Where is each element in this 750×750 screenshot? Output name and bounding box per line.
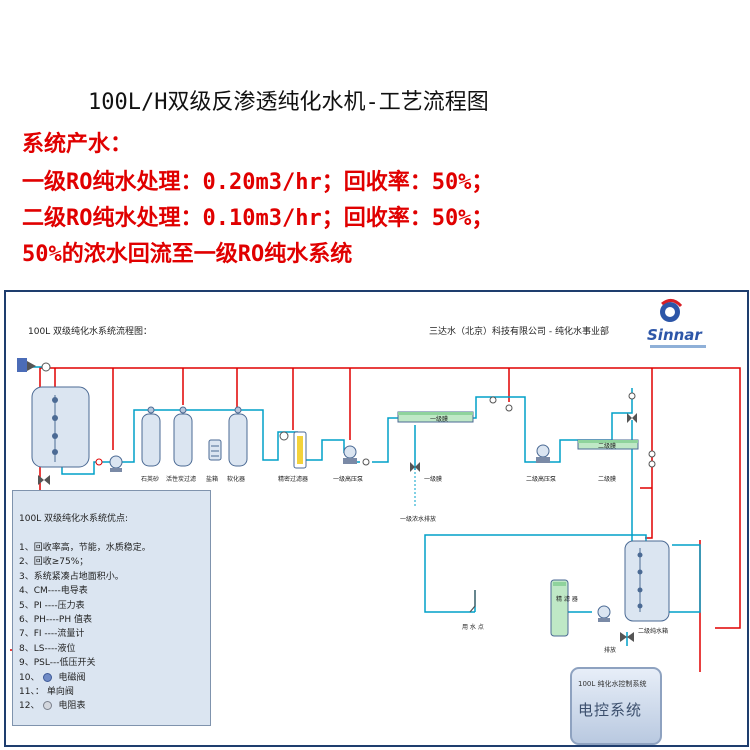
legend-item: 2、回收≥75%； xyxy=(19,557,89,568)
spec-line-output: 系统产水： xyxy=(22,132,133,157)
label-carbon-filter: 活性炭过滤 xyxy=(166,475,196,483)
drain-valve-1 xyxy=(38,475,50,485)
spec-line-recirculation: 50%的浓水回流至一级RO纯水系统 xyxy=(22,242,353,267)
product-valve xyxy=(627,413,637,423)
legend-item: 7、FI ----流量计 xyxy=(19,629,85,640)
label-ro-2-bottom: 二级膜 xyxy=(598,475,616,483)
sinnar-logo: Sinnar xyxy=(647,299,706,348)
label-polish-filter: 精 滤 器 xyxy=(556,595,578,603)
label-salt-tank: 盐箱 xyxy=(206,475,218,483)
raw-water-pump xyxy=(109,455,123,472)
use-point xyxy=(469,590,476,613)
solenoid-valve-icon xyxy=(43,672,53,682)
label-tank-2: 二级纯水箱 xyxy=(638,627,668,635)
flow-meter-1 xyxy=(362,458,370,466)
control-system-label: 电控系统 xyxy=(578,701,643,719)
legend-item: 9、PSL---低压开关 xyxy=(19,658,96,669)
polishing-filter xyxy=(550,579,569,637)
inlet-valve xyxy=(17,358,51,372)
legend-item: 6、PH----PH 值表 xyxy=(19,615,92,626)
legend-item: 10、电磁阀 xyxy=(19,672,86,683)
second-high-pressure-pump xyxy=(536,444,550,463)
flow-meter-2 xyxy=(648,450,656,458)
sand-filter xyxy=(141,406,161,467)
label-use-point: 用 水 点 xyxy=(462,623,484,631)
softener xyxy=(228,406,248,467)
legend-item: 11、： 单向阀 xyxy=(19,687,74,698)
pressure-gauge-1 xyxy=(279,431,289,441)
supply-pump xyxy=(597,605,611,622)
spec-line-first-ro: 一级RO纯水处理：0.20m3/hr；回收率：50%； xyxy=(22,170,494,195)
first-high-pressure-pump xyxy=(343,445,357,464)
pure-water-tank xyxy=(624,540,670,622)
label-pump-2: 二级高压泵 xyxy=(526,475,556,483)
conductivity-meter-1 xyxy=(505,404,513,412)
salt-tank xyxy=(208,439,222,461)
label-precision-filter: 精密过滤器 xyxy=(278,475,308,483)
control-system-caption: 100L 纯化水控制系统 xyxy=(578,680,647,688)
control-system-box: 100L 纯化水控制系统 电控系统 xyxy=(570,667,662,745)
company-name: 三达水（北京）科技有限公司 - 纯化水事业部 xyxy=(429,325,609,337)
logo-text: Sinnar xyxy=(647,326,703,344)
legend-item: 8、LS----液位 xyxy=(19,643,76,654)
label-sand-filter: 石英砂 xyxy=(141,475,159,483)
diagram-title: 100L 双级纯化水系统流程图： xyxy=(28,325,152,337)
legend-title: 100L 双级纯化水系统优点: xyxy=(19,514,129,524)
precision-filter xyxy=(293,431,307,469)
label-pump-1: 一级高压泵 xyxy=(333,475,363,483)
raw-water-tank xyxy=(31,386,90,468)
spec-line-second-ro: 二级RO纯水处理：0.10m3/hr；回收率：50%； xyxy=(22,206,494,231)
label-ro-1-top: 一级膜 xyxy=(430,415,448,423)
pressure-gauge-3 xyxy=(648,460,656,468)
carbon-filter xyxy=(173,406,193,467)
ro-membrane-1 xyxy=(397,411,474,423)
label-drain-2: 排放 xyxy=(604,646,616,654)
label-softener: 软化器 xyxy=(227,475,245,483)
concentrate-valve xyxy=(410,462,420,472)
ro-membrane-2 xyxy=(577,439,639,450)
legend-item: 1、回收率高，节能，水质稳定。 xyxy=(19,543,151,553)
legend-item: 4、CM----电导表 xyxy=(19,586,88,597)
label-concentrate-drain: 一级浓水排放 xyxy=(400,515,436,523)
label-ro-2-top: 二级膜 xyxy=(598,442,616,450)
legend-list: 1、回收率高，节能，水质稳定。 2、回收≥75%； 3、系统紧凑占地面积小。 4… xyxy=(19,541,151,714)
label-ro-1-bottom: 一级膜 xyxy=(424,475,442,483)
raw-solenoid-valve xyxy=(95,458,103,466)
legend-item: 5、PI ----压力表 xyxy=(19,600,85,611)
advantages-legend: 100L 双级纯化水系统优点: 1、回收率高，节能，水质稳定。 2、回收≥75%… xyxy=(12,490,211,726)
page-title: 100L/H双级反渗透纯化水机-工艺流程图 xyxy=(88,90,489,115)
legend-item: 3、系统紧凑占地面积小。 xyxy=(19,571,124,582)
resistivity-meter-icon xyxy=(43,701,53,711)
pressure-gauge-2 xyxy=(489,396,497,404)
conductivity-meter-2 xyxy=(628,392,636,400)
drain-valve-2 xyxy=(620,632,634,642)
legend-item: 12、电阻表 xyxy=(19,701,86,712)
